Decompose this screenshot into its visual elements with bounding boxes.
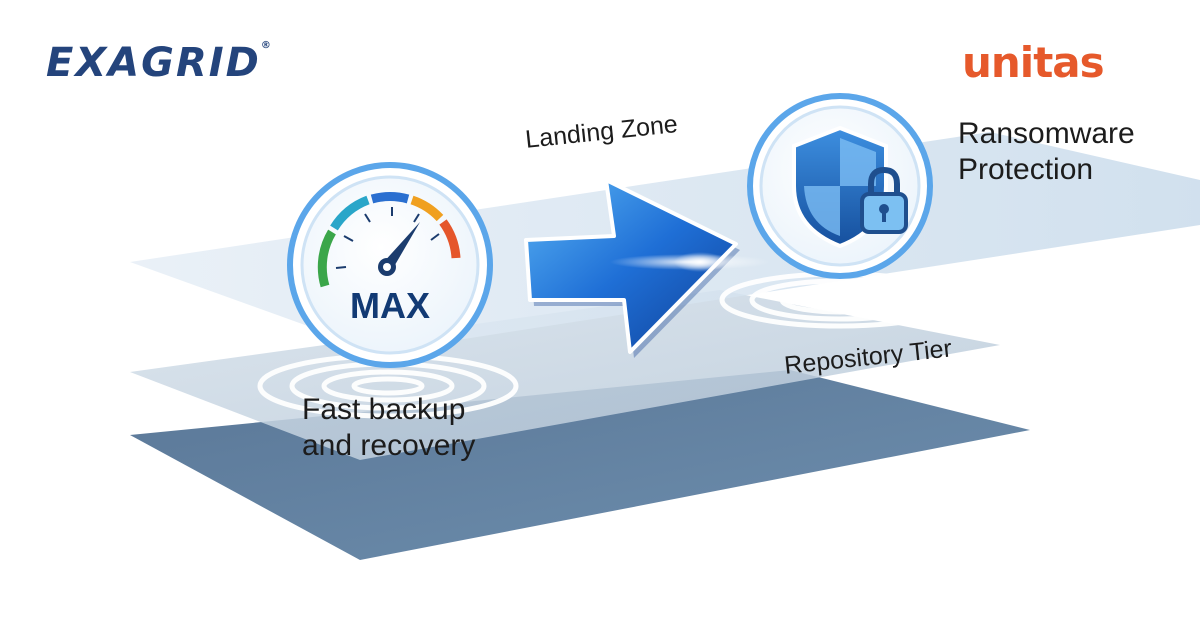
speedometer-gauge-icon: MAX xyxy=(287,162,493,368)
registered-mark: ® xyxy=(260,40,273,51)
shield-lock-icon xyxy=(747,93,933,279)
ransomware-protection-label: Ransomware Protection xyxy=(958,117,1135,186)
exagrid-logo-text: EXAGRID xyxy=(46,40,261,86)
exagrid-logo: EXAGRID® xyxy=(46,40,273,86)
fast-backup-label: Fast backup and recovery xyxy=(302,393,476,462)
gauge-max-text: MAX xyxy=(350,285,430,326)
shield-ripples xyxy=(719,271,961,329)
repository-tier-plane xyxy=(130,290,1000,460)
unitas-logo: unitas xyxy=(962,38,1105,87)
right-arrow-icon xyxy=(524,178,770,358)
